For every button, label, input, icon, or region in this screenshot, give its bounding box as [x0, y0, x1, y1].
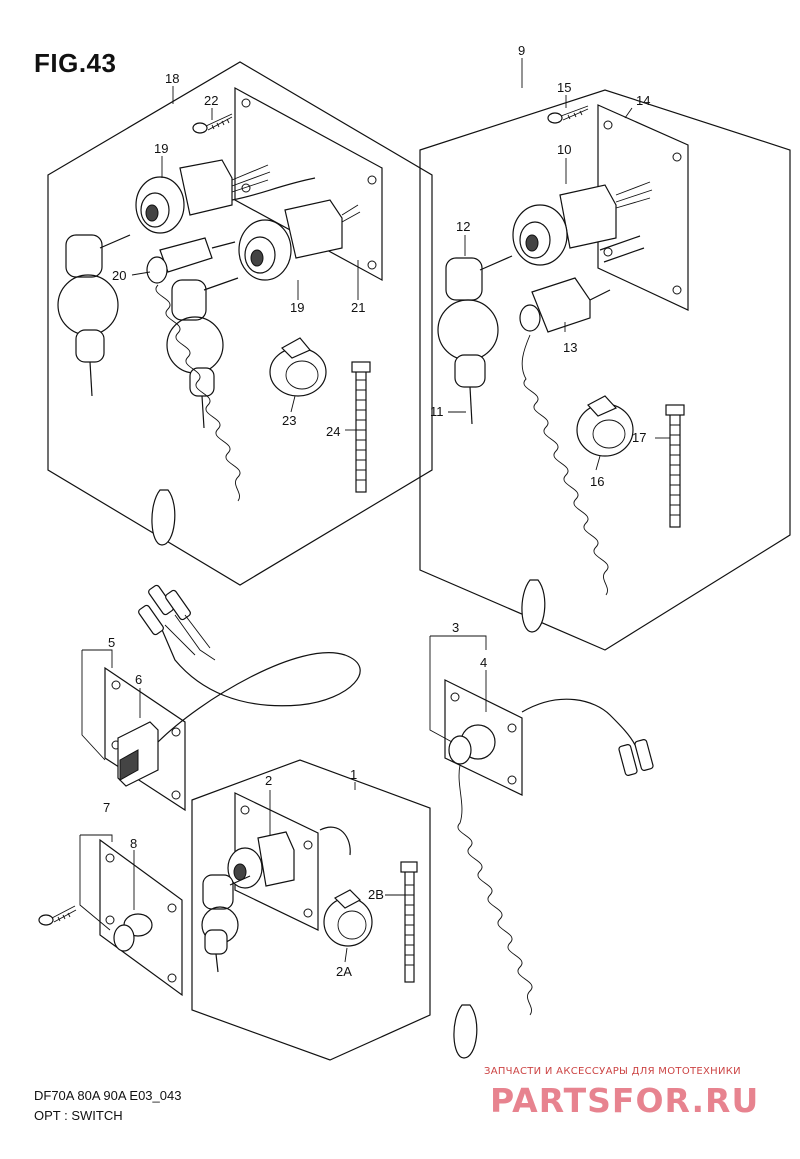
cap-2a-icon: [323, 889, 373, 947]
kit-box-18: [47, 61, 433, 586]
clip-icon-2: [521, 579, 546, 633]
figure-title: FIG.43: [34, 48, 117, 78]
callout-13: 13: [563, 340, 577, 355]
coiled-lanyard: [155, 284, 241, 502]
callout-3: 3: [452, 620, 459, 635]
callout-11: 11: [430, 404, 444, 419]
screw-15-icon: [547, 105, 589, 124]
callout-12: 12: [456, 219, 470, 234]
callout-7: 7: [103, 800, 110, 815]
callout-2: 2: [265, 773, 272, 788]
key-icon-3: [437, 255, 513, 425]
callout-16: 16: [590, 474, 604, 489]
clip-icon-3: [453, 1004, 478, 1059]
key-icon-2: [166, 277, 239, 429]
callout-18: 18: [165, 71, 179, 86]
cap-23-icon: [269, 337, 327, 397]
callout-19-upper: 19: [154, 141, 168, 156]
screw-7-icon: [38, 905, 77, 926]
coiled-lanyard-2: [521, 334, 609, 596]
wire-harness: [157, 624, 361, 743]
callout-23: 23: [282, 413, 296, 428]
callout-5: 5: [108, 635, 115, 650]
model-caption: DF70A 80A 90A E03_043: [34, 1088, 182, 1103]
wire-harness-2: [521, 698, 636, 746]
stop-switch-assembly-3: [429, 635, 654, 1059]
callout-4: 4: [480, 655, 487, 670]
callout-20: 20: [112, 268, 126, 283]
callout-21: 21: [351, 300, 365, 315]
callout-15: 15: [557, 80, 571, 95]
cap-16-icon: [576, 395, 634, 457]
key-icon: [57, 234, 131, 397]
clip-icon: [151, 489, 176, 546]
watermark-tagline: ЗАПЧАСТИ И АКСЕССУАРЫ ДЛЯ МОТОТЕХНИКИ: [484, 1066, 741, 1077]
callout-2a: 2A: [336, 964, 352, 979]
ignition-switch-10-icon: [512, 181, 653, 266]
kit-box-1: [191, 759, 431, 1061]
toggle-switch-assembly-5: [81, 584, 361, 812]
stop-switch-20-icon: [146, 237, 236, 284]
cable-tie-17-icon: [665, 404, 685, 528]
coiled-lanyard-3: [457, 764, 533, 1016]
watermark-brand: PARTSFOR.RU: [490, 1081, 759, 1120]
callout-8: 8: [130, 836, 137, 851]
group-caption: OPT : SWITCH: [34, 1108, 123, 1123]
key-icon-4: [201, 874, 251, 973]
mounting-plate-21: [234, 86, 383, 282]
callout-14: 14: [636, 93, 650, 108]
screw-22-icon: [192, 113, 233, 134]
callout-19-lower: 19: [290, 300, 304, 315]
callout-labels: 18 22 19 20 19 21 23 24 9 15 14 10 12 13…: [103, 43, 650, 979]
callout-24: 24: [326, 424, 340, 439]
callout-10: 10: [557, 142, 571, 157]
callout-9: 9: [518, 43, 525, 58]
cable-tie-2b-icon: [400, 861, 418, 983]
callout-6: 6: [135, 672, 142, 687]
ignition-switch-19-upper-icon: [135, 159, 316, 234]
callout-1: 1: [350, 767, 357, 782]
key-switch-2-icon: [227, 826, 351, 889]
stop-switch-13-icon: [519, 277, 611, 333]
callout-22: 22: [204, 93, 218, 108]
connector-icon-2: [618, 739, 654, 776]
ignition-switch-19-lower-icon: [238, 199, 361, 281]
switch-assembly-7: [38, 834, 183, 997]
connector-icon: [138, 584, 216, 661]
cable-tie-24-icon: [351, 361, 371, 493]
callout-2b: 2B: [368, 887, 384, 902]
callout-17: 17: [632, 430, 646, 445]
watermark-logo: PARTSFOR.RU: [490, 1081, 759, 1120]
kit-box-9: [419, 58, 791, 651]
